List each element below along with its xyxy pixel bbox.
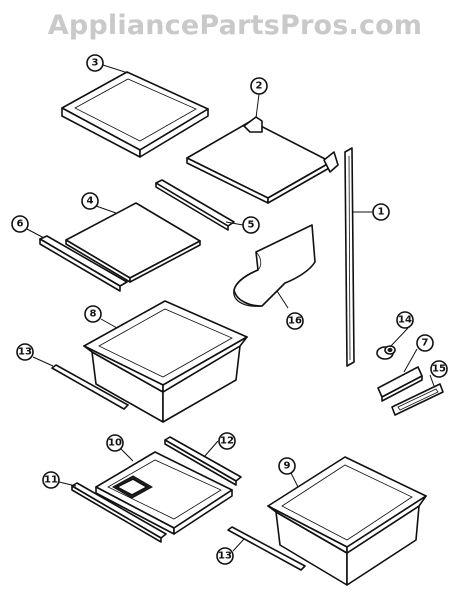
part-8-crisper-drawer xyxy=(83,300,248,423)
callout-14: 14 xyxy=(396,311,414,329)
callout-4-label: 4 xyxy=(87,196,94,207)
callout-3-label: 3 xyxy=(92,58,99,69)
callout-9-label: 9 xyxy=(284,461,291,472)
callout-3: 3 xyxy=(86,54,104,72)
part-9-crisper-drawer xyxy=(267,456,427,586)
callout-5: 5 xyxy=(242,216,260,234)
callout-7: 7 xyxy=(416,334,434,352)
callout-8-label: 8 xyxy=(90,309,97,320)
part-16-curved-cover xyxy=(233,224,316,307)
callout-10-label: 10 xyxy=(108,438,122,449)
callout-15: 15 xyxy=(430,360,448,378)
part-14-knob xyxy=(376,345,396,360)
callout-6-label: 6 xyxy=(17,219,24,230)
watermark-text: AppliancePartsPros.com xyxy=(47,10,423,41)
part-2-shelf-bracket xyxy=(186,116,339,204)
leader-lines xyxy=(26,64,435,552)
part-12-front-rail xyxy=(164,436,242,486)
callout-14-label: 14 xyxy=(398,315,412,326)
part-7-control-slide xyxy=(377,366,423,402)
callout-4: 4 xyxy=(81,192,99,210)
callout-12: 12 xyxy=(218,432,236,450)
callout-15-label: 15 xyxy=(432,364,446,375)
part-10-drawer-cover xyxy=(95,451,233,535)
part-3-shelf-frame xyxy=(61,71,209,158)
callout-16-label: 16 xyxy=(288,316,302,327)
part-4-glass-panel xyxy=(65,202,201,283)
callout-5-label: 5 xyxy=(248,220,255,231)
part-11-rail xyxy=(71,482,167,543)
callout-9: 9 xyxy=(278,457,296,475)
callout-8: 8 xyxy=(84,305,102,323)
part-5-trim-strip xyxy=(155,179,235,231)
callout-13-lower: 13 xyxy=(216,547,234,565)
callout-1-label: 1 xyxy=(378,207,385,218)
callout-10: 10 xyxy=(106,434,124,452)
callout-11-label: 11 xyxy=(44,475,58,486)
callout-12-label: 12 xyxy=(220,436,234,447)
callout-11: 11 xyxy=(42,471,60,489)
part-13-rod-lower xyxy=(227,526,306,571)
callout-16: 16 xyxy=(286,312,304,330)
part-1-vertical-rail xyxy=(344,147,355,367)
callout-2-label: 2 xyxy=(256,81,263,92)
part-13-rod-upper xyxy=(51,364,129,410)
callout-13-upper: 13 xyxy=(16,343,34,361)
callouts: 1 2 3 4 5 6 7 xyxy=(11,54,448,565)
callout-7-label: 7 xyxy=(422,338,429,349)
callout-13-lower-label: 13 xyxy=(218,551,232,562)
callout-1: 1 xyxy=(372,203,390,221)
callout-2: 2 xyxy=(250,77,268,95)
part-6-trim-strip xyxy=(39,235,128,292)
callout-6: 6 xyxy=(11,215,29,233)
part-15-cover-plate xyxy=(391,383,444,416)
callout-13-upper-label: 13 xyxy=(18,347,32,358)
